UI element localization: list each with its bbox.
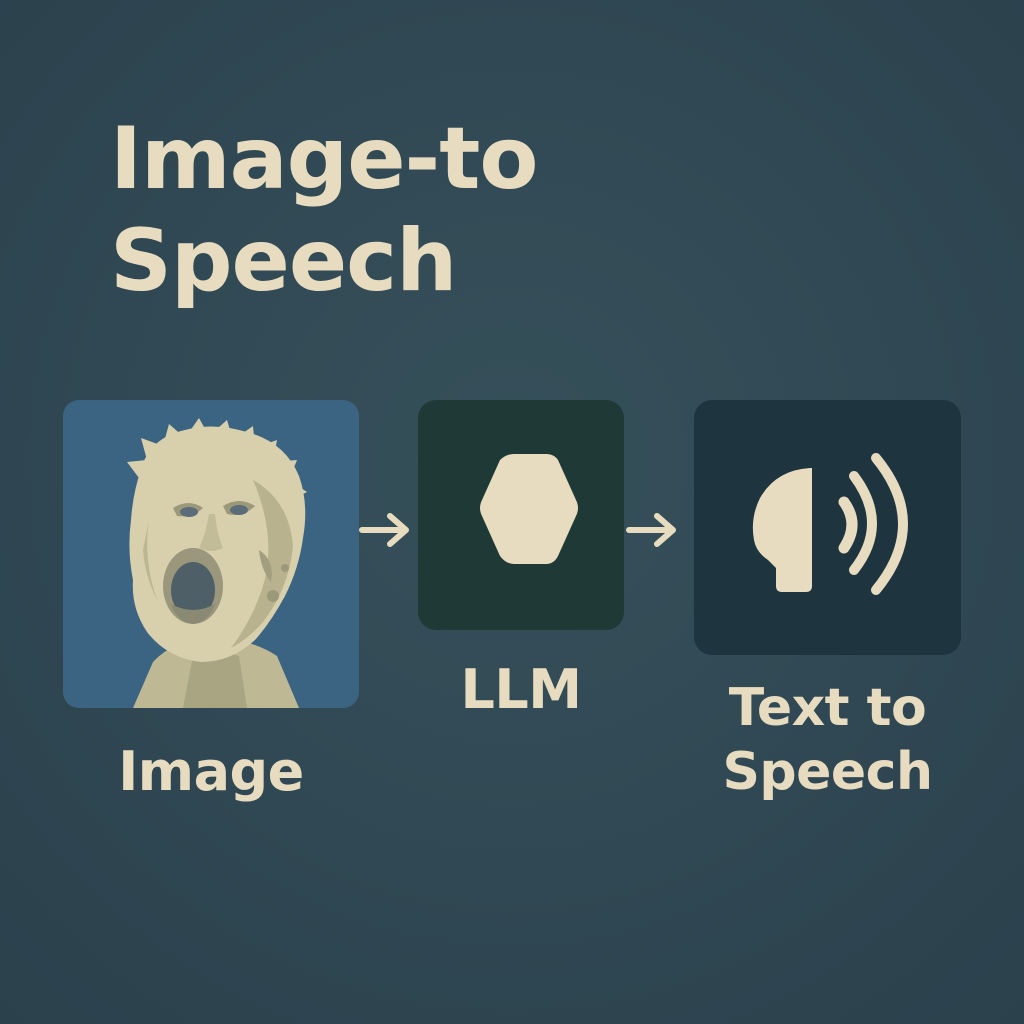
text-to-speech-node [694,400,961,655]
image-node [63,400,359,708]
tts-label-line-1: Text to [728,678,927,738]
title-line-2: Speech [110,211,457,311]
tts-label-line-2: Speech [722,742,933,802]
screaming-face-illustration [127,418,307,708]
llm-label: LLM [460,658,582,721]
arrow-right-icon [625,508,681,552]
llm-node [418,400,624,630]
image-label: Image [118,740,304,803]
hexagon-icon [480,454,578,564]
speaking-head-icon [752,453,908,595]
diagram-title: Image-to Speech [110,108,538,312]
text-to-speech-label: Text to Speech [694,676,961,804]
arrow-right-icon [358,508,414,552]
title-line-1: Image-to [110,109,538,209]
